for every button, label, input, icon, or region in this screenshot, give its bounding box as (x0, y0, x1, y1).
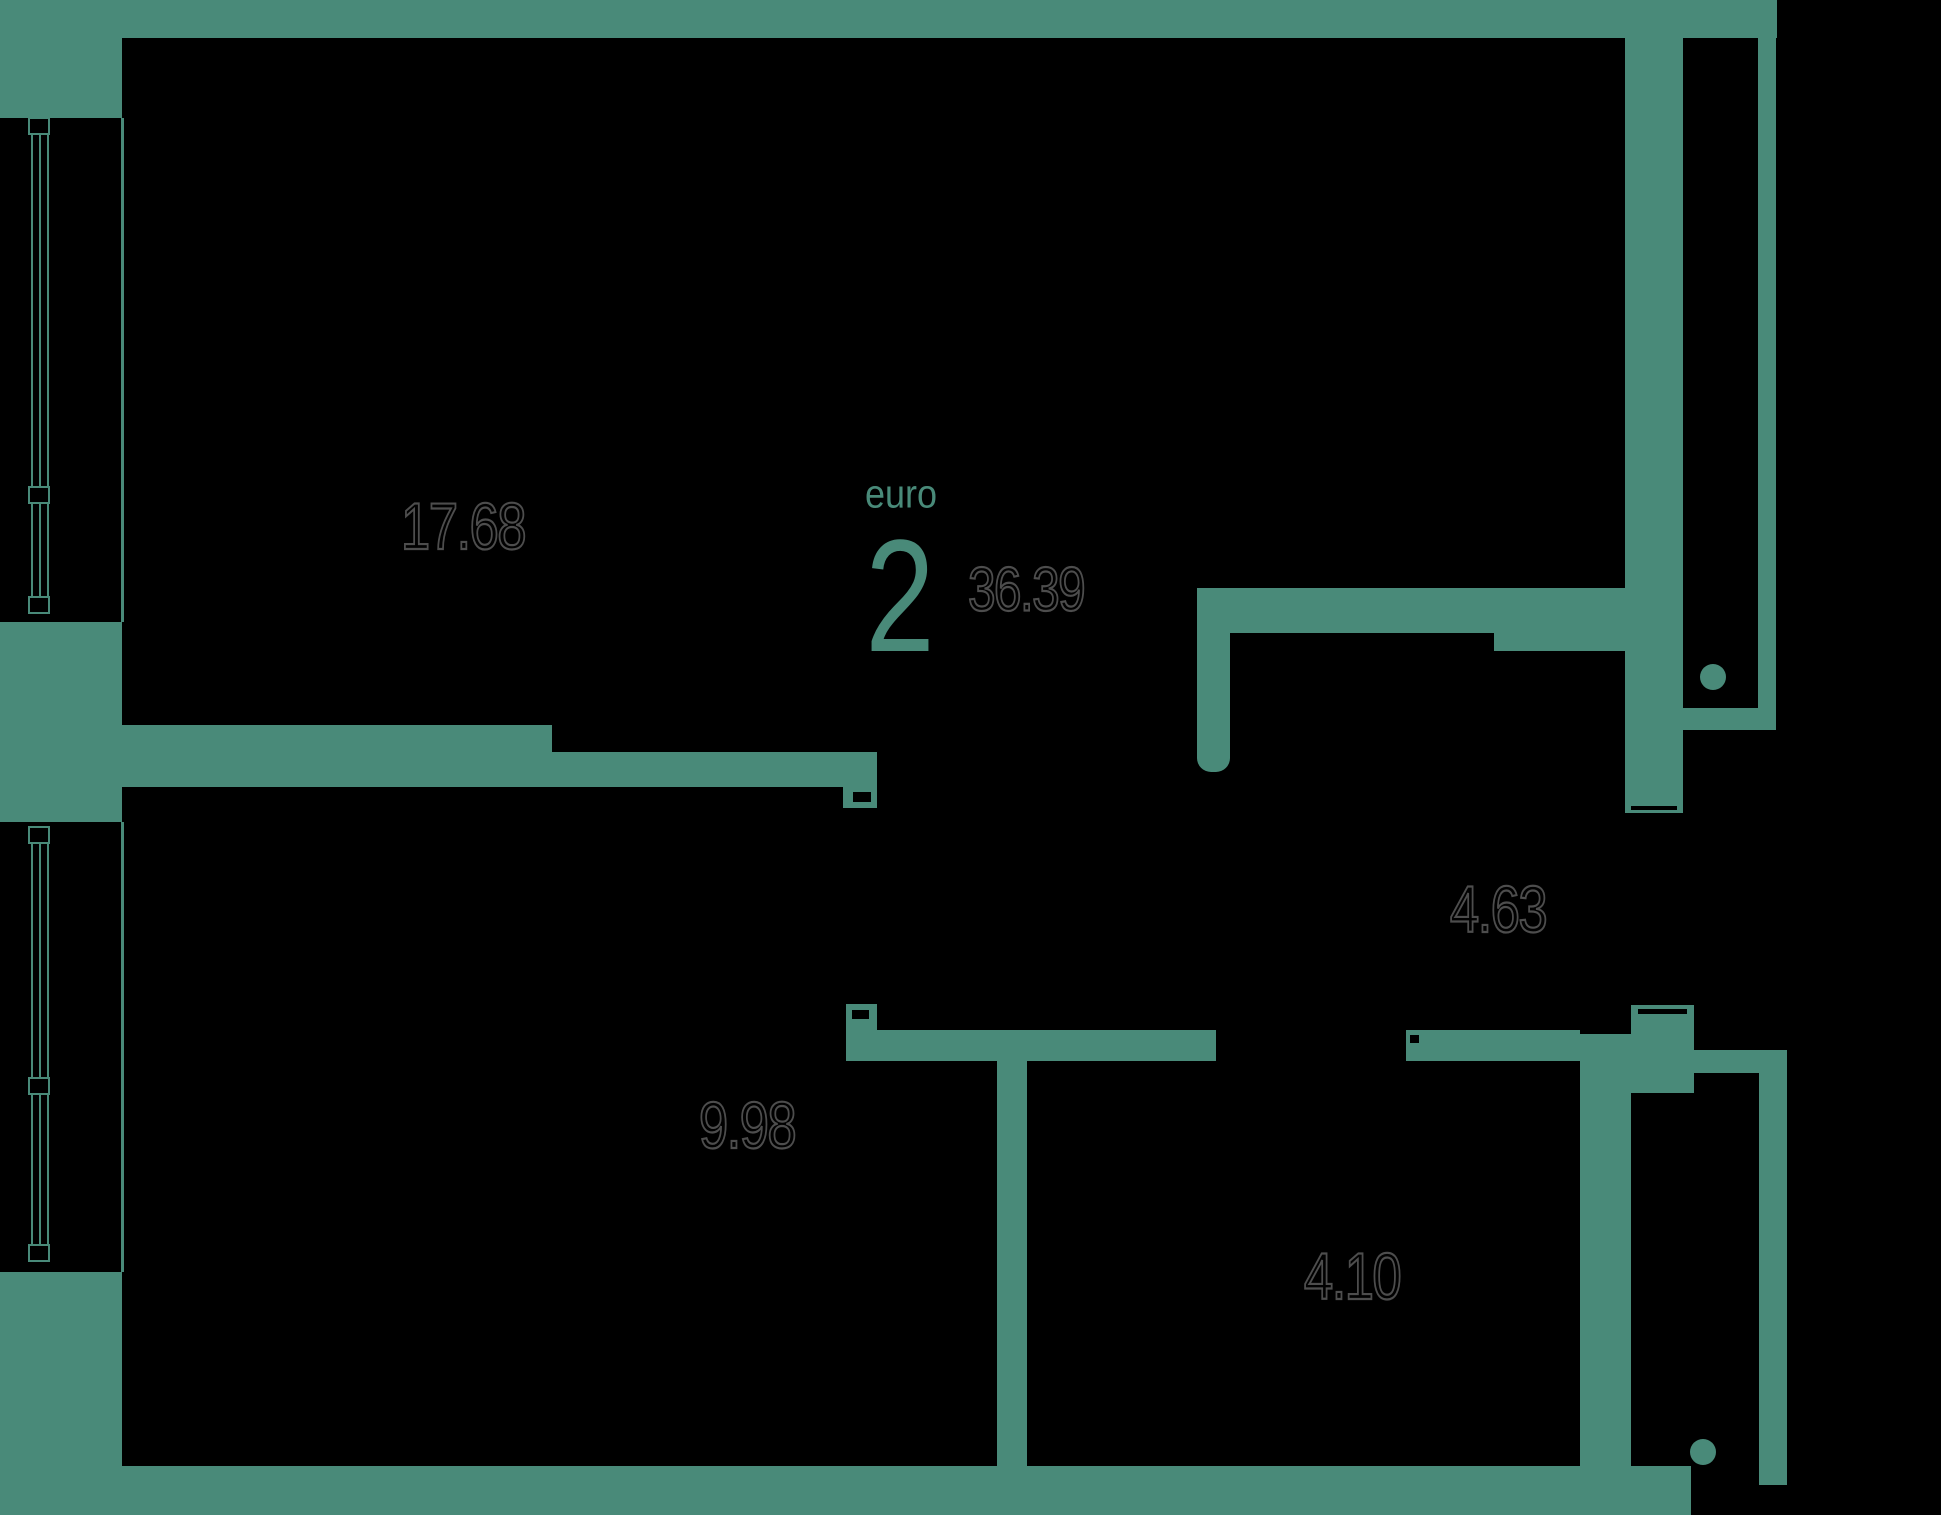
window-bracket (28, 1244, 50, 1262)
wall-corridor-top (1197, 588, 1683, 633)
room-area-label-hall: 4.63 (1449, 871, 1549, 947)
wall-left-inner-face-lower (121, 822, 124, 1272)
door-hinge-notch-divider (851, 790, 873, 804)
wall-corridor-top-thick-part (1494, 633, 1683, 651)
window-lower (31, 835, 49, 1255)
wall-top (0, 0, 1777, 38)
unit-rooms-count: 2 (865, 506, 935, 685)
wall-corridor-left-stub (1197, 588, 1230, 772)
wall-balcony2-jamb-block (1631, 1005, 1694, 1093)
wall-hall-bottom-bar (846, 1030, 1216, 1061)
window-mullion (39, 837, 41, 1253)
door-jamb-notch-balcony2 (1636, 1007, 1689, 1016)
door-hinge-notch-bathroom (1408, 1033, 1421, 1045)
window-bracket (28, 826, 50, 844)
wall-divider-right-segment (550, 752, 847, 787)
wall-corner-top-left (0, 0, 122, 118)
wall-bottom (121, 1466, 1691, 1515)
window-bracket (28, 486, 50, 504)
window-bracket (28, 1077, 50, 1095)
unit-total-area: 36.39 (967, 554, 1086, 625)
wall-corner-bottom-left (0, 1272, 122, 1515)
wall-divider-left-segment (122, 725, 552, 787)
door-jamb-line-right-wall (1631, 806, 1677, 810)
balcony2-column-dot-icon (1690, 1439, 1716, 1465)
window-bracket (28, 117, 50, 135)
wall-balcony1-outer (1758, 38, 1776, 730)
window-upper (31, 126, 49, 610)
wall-balcony1-bottom (1683, 708, 1776, 730)
window-bracket (28, 596, 50, 614)
room-area-label-bathroom: 4.10 (1303, 1238, 1403, 1314)
wall-right-column (1625, 38, 1683, 813)
window-mullion (39, 128, 41, 608)
wall-left-inner-face-upper (121, 118, 124, 622)
balcony1-column-dot-icon (1700, 664, 1726, 690)
wall-bedroom-right (997, 1061, 1027, 1467)
wall-left-pier (0, 622, 122, 822)
unit-type-label: euro (864, 472, 938, 517)
wall-bathroom-top-right-segment (1406, 1030, 1580, 1061)
door-hinge-notch-hall (850, 1008, 871, 1021)
room-area-label-living: 17.68 (400, 488, 528, 564)
room-area-label-bedroom: 9.98 (698, 1087, 798, 1163)
wall-bathroom-right (1580, 1034, 1631, 1481)
wall-balcony2-outer (1759, 1050, 1787, 1485)
